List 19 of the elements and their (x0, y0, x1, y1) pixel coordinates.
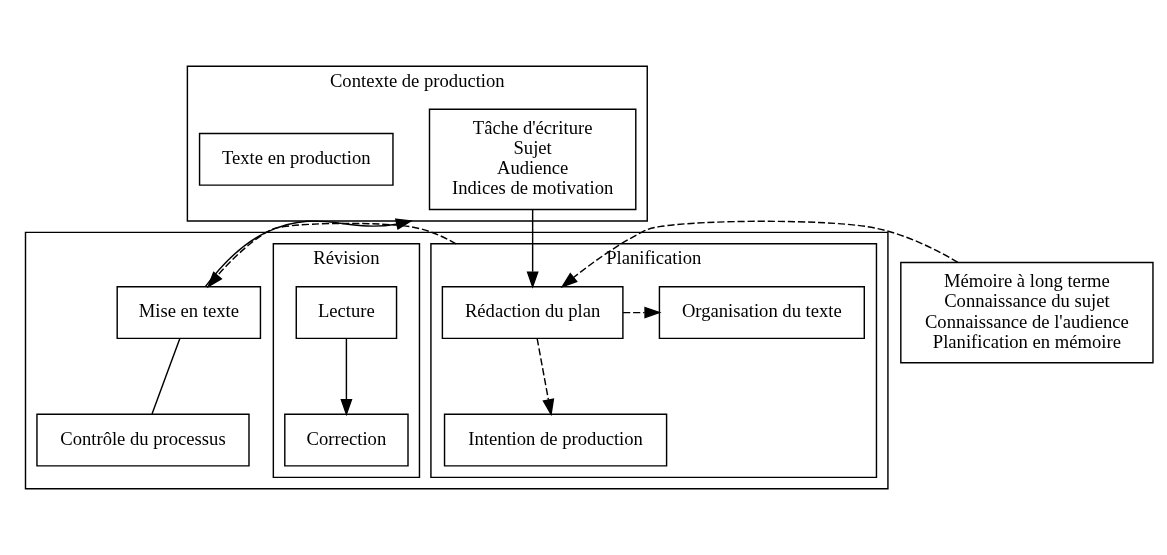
connector (151, 337, 181, 415)
arrow (536, 337, 555, 417)
node-box: Organisation du texte (658, 286, 865, 340)
node-box: Rédaction du plan (441, 286, 624, 340)
arrow (340, 337, 353, 417)
arrow (560, 220, 959, 288)
node-box: Tâche d'écriture Sujet Audience Indices de motivation (428, 108, 637, 211)
arrow (204, 218, 413, 288)
node-box: Correction (284, 413, 409, 467)
cluster (24, 231, 889, 490)
node-box: Texte en production (198, 132, 394, 186)
node-box: Lecture (295, 286, 398, 340)
node-box: Mémoire à long terme Connaissance du sujet Connaissance de l'audience Planification en mémoire (900, 261, 1154, 364)
node-box: Intention de production (443, 413, 668, 467)
node-box: Mise en texte (116, 286, 262, 340)
node-box: Contrôle du processus (36, 413, 250, 467)
arrow (622, 306, 662, 319)
arrow (526, 208, 539, 289)
arrow (206, 222, 457, 289)
